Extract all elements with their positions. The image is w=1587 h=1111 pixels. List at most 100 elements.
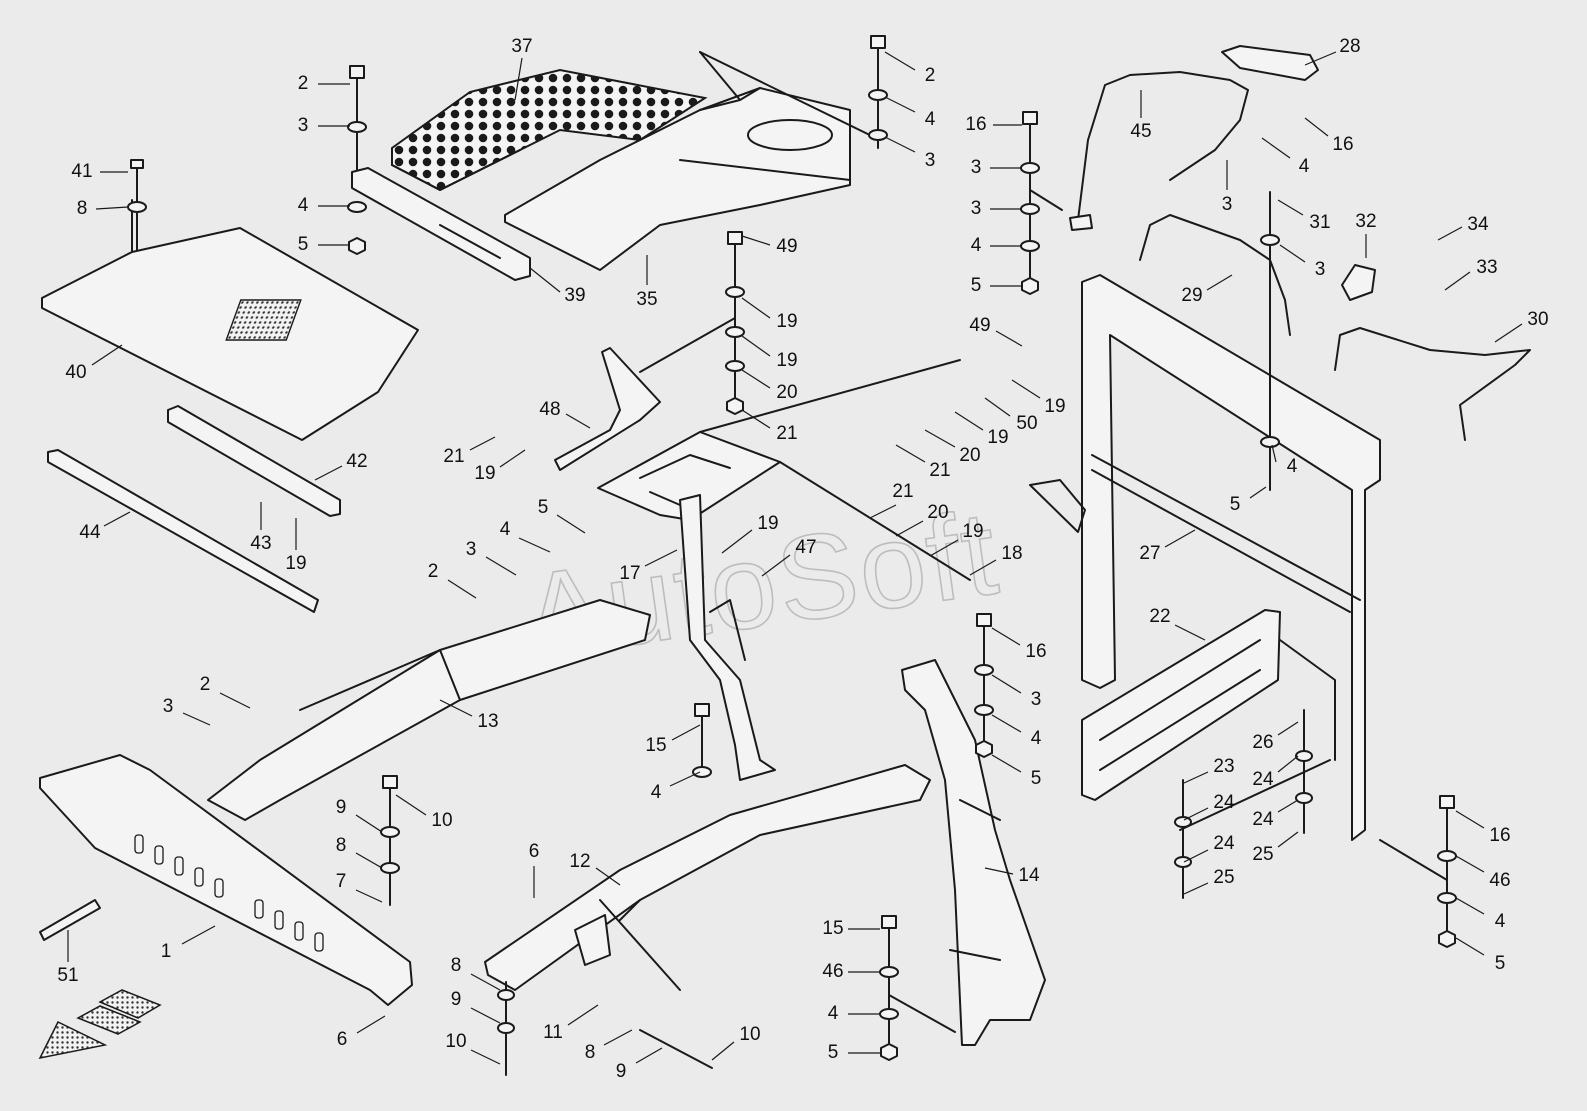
callout-leader <box>741 335 771 357</box>
callout-label: 16 <box>1489 825 1510 846</box>
callout-label: 19 <box>1044 396 1065 417</box>
callout-c31: 31 <box>1277 199 1331 233</box>
callout-leader <box>1183 882 1209 895</box>
callout-label: 5 <box>1031 768 1042 789</box>
callout-leader <box>741 297 771 319</box>
callout-label: 39 <box>564 285 585 306</box>
callout-label: 5 <box>1495 953 1506 974</box>
callout-c23: 23 <box>1183 756 1235 784</box>
callout-c4a: 4 <box>298 195 350 216</box>
callout-label: 14 <box>1018 865 1040 886</box>
callout-c5e: 5 <box>991 754 1042 789</box>
callout-c9a: 9 <box>336 797 383 833</box>
callout-label: 19 <box>776 311 797 332</box>
callout-c19d: 19 <box>741 335 798 371</box>
callout-c24d: 24 <box>1252 799 1299 830</box>
direction-arrow <box>38 989 162 1060</box>
callout-leader <box>470 1007 501 1024</box>
callout-label: 19 <box>757 513 778 534</box>
callout-label: 3 <box>971 198 982 219</box>
callout-label: 29 <box>1181 285 1202 306</box>
callout-label: 11 <box>543 1022 563 1043</box>
callout-c16c: 16 <box>991 627 1047 662</box>
callout-label: 20 <box>959 445 980 466</box>
callout-label: 32 <box>1355 211 1376 232</box>
callout-leader <box>470 1049 501 1065</box>
callout-c5f: 5 <box>828 1042 880 1063</box>
callout-c21d: 21 <box>869 481 914 519</box>
callout-label: 26 <box>1252 732 1273 753</box>
callout-label: 4 <box>925 109 936 130</box>
callout-c16d: 16 <box>1455 810 1511 846</box>
callout-label: 51 <box>57 965 78 986</box>
callout-label: 5 <box>1230 494 1241 515</box>
callout-c24c: 24 <box>1252 755 1299 790</box>
callout-label: 33 <box>1476 257 1497 278</box>
callout-leader <box>1277 721 1299 736</box>
callout-c19e: 19 <box>1011 379 1066 417</box>
callout-label: 8 <box>585 1042 596 1063</box>
callout-label: 18 <box>1001 543 1022 564</box>
callout-leader <box>556 514 586 534</box>
callout-c21b: 21 <box>741 409 798 444</box>
callout-leader <box>1183 771 1209 784</box>
callout-c7: 7 <box>336 871 383 903</box>
callout-label: 4 <box>1031 728 1042 749</box>
callout-label: 4 <box>651 782 662 803</box>
callout-leader <box>355 814 383 833</box>
callout-leader <box>181 925 216 945</box>
callout-label: 3 <box>163 696 174 717</box>
callout-leader <box>103 511 131 527</box>
callout-c32: 32 <box>1355 211 1377 258</box>
callout-label: 9 <box>451 989 462 1010</box>
callout-c19h: 19 <box>721 513 779 554</box>
callout-leader <box>91 344 123 366</box>
callout-label: 4 <box>971 235 982 256</box>
callout-c19b: 19 <box>474 449 526 484</box>
callout-leader <box>995 330 1023 347</box>
callout-c22: 22 <box>1149 606 1206 641</box>
callout-leader <box>567 1004 599 1026</box>
callout-label: 20 <box>776 382 797 403</box>
callout-leader <box>711 1041 735 1061</box>
callout-label: 8 <box>451 955 462 976</box>
callout-c50: 50 <box>984 397 1038 434</box>
callout-c8c: 8 <box>451 955 501 991</box>
callout-c4i: 4 <box>828 1003 880 1024</box>
fastener-stack-49 <box>725 231 745 415</box>
floor-panel-40 <box>41 199 419 441</box>
callout-c10a: 10 <box>395 794 453 831</box>
handle-45 <box>1069 71 1249 231</box>
hood-cover-35 <box>504 51 881 271</box>
callout-label: 8 <box>336 835 347 856</box>
callout-c33: 33 <box>1444 257 1498 291</box>
callout-c48: 48 <box>539 399 591 429</box>
callout-leader <box>1271 444 1277 463</box>
callout-c39: 39 <box>529 267 586 306</box>
callout-c2c: 2 <box>428 561 477 599</box>
callout-leader <box>741 369 771 389</box>
callout-label: 50 <box>1016 413 1037 434</box>
callout-c30: 30 <box>1494 309 1549 343</box>
callout-label: 3 <box>1222 194 1233 215</box>
callout-label: 16 <box>1025 641 1046 662</box>
callout-label: 13 <box>477 711 498 732</box>
callout-leader <box>518 537 551 553</box>
callout-leader <box>991 714 1022 733</box>
callout-leader <box>514 57 523 101</box>
callout-label: 7 <box>336 871 347 892</box>
callout-leader <box>565 413 591 429</box>
callout-c10b: 10 <box>445 1031 501 1065</box>
callout-leader <box>954 411 984 431</box>
callout-c3b: 3 <box>884 136 935 171</box>
callout-c5c: 5 <box>1230 486 1267 515</box>
callout-leader <box>355 852 383 869</box>
callout-label: 47 <box>795 537 816 558</box>
callout-c1: 1 <box>161 925 216 962</box>
callout-label: 23 <box>1213 756 1234 777</box>
callout-label: 12 <box>569 851 590 872</box>
callout-leader <box>991 674 1022 694</box>
callout-label: 4 <box>828 1003 839 1024</box>
main-frame-27 <box>1029 274 1381 841</box>
callout-c4b: 4 <box>884 96 936 130</box>
